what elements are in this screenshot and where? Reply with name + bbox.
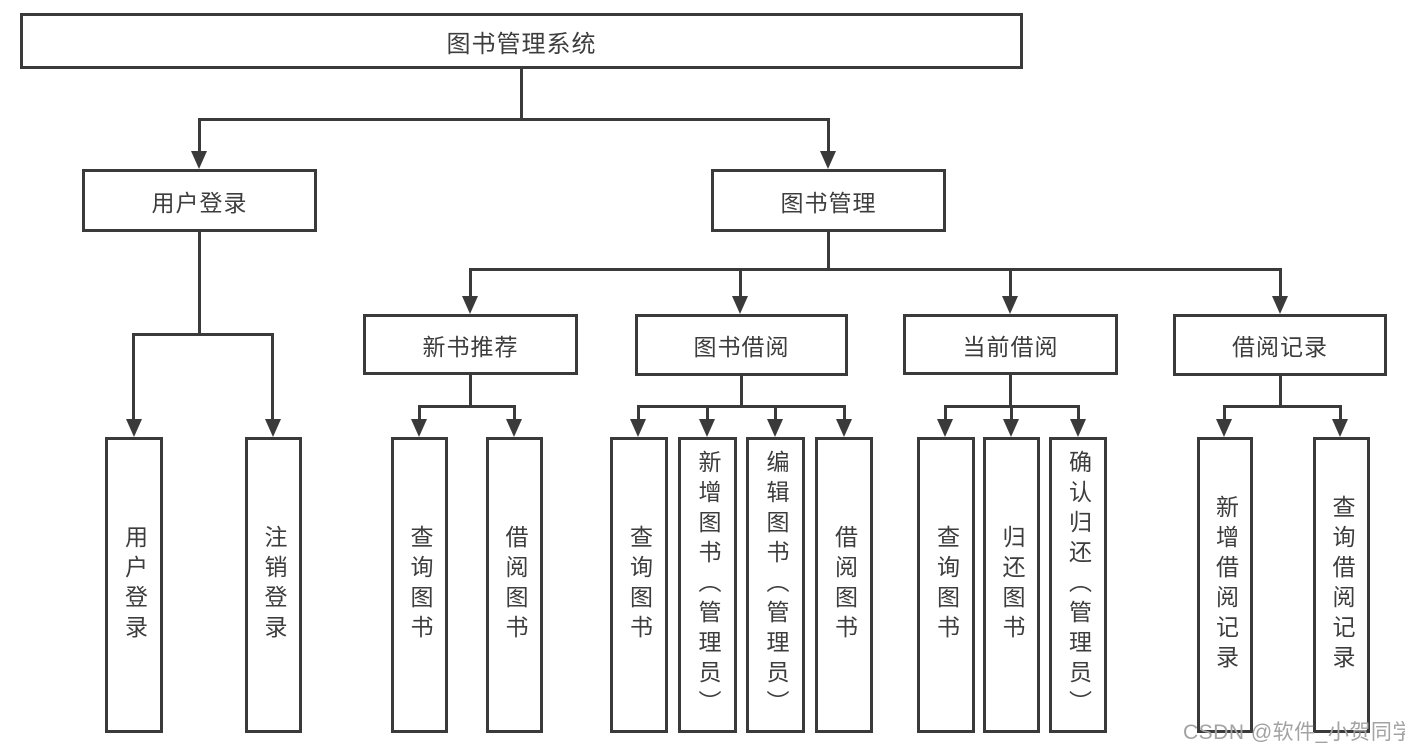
arrow-down-icon xyxy=(767,419,783,437)
node-label: 归还图书 xyxy=(999,525,1025,645)
connector-stub-leaf-logout xyxy=(271,333,274,421)
node-book-management: 图书管理 xyxy=(711,169,946,232)
connector-user-login-down xyxy=(198,232,201,335)
node-leaf-logout-login: 注销登录 xyxy=(245,437,302,733)
connector-stub-book-manage xyxy=(827,118,830,154)
node-label: 注销登录 xyxy=(261,525,287,645)
node-new-book-recommend: 新书推荐 xyxy=(363,314,578,375)
connector-current-borrow-down xyxy=(1009,375,1012,407)
node-leaf-br-query-record: 查询借阅记录 xyxy=(1313,437,1370,733)
connector-root-down xyxy=(520,69,523,120)
csdn-watermark: CSDN @软件_小贺同学 xyxy=(1183,721,1405,744)
connector-stub-current-borrow xyxy=(1009,268,1012,298)
node-label: 图书管理 xyxy=(780,189,877,216)
node-leaf-cb-confirm-return-admin: 确认归还（管理员） xyxy=(1049,437,1107,733)
connector-new-book-down xyxy=(469,375,472,407)
node-label: 查询图书 xyxy=(626,525,653,645)
node-label: 借阅记录 xyxy=(1232,334,1328,360)
connector-stub-nb-borrow xyxy=(513,405,516,422)
node-leaf-cb-return-book: 归还图书 xyxy=(983,437,1040,733)
node-leaf-user-login: 用户登录 xyxy=(105,437,163,733)
node-label: 借阅图书 xyxy=(831,525,858,645)
node-leaf-bb-add-book-admin: 新增图书（管理员） xyxy=(678,437,737,733)
connector-stub-bb-query xyxy=(637,405,640,422)
connector-stub-leaf-user-login xyxy=(132,333,135,421)
node-label: 借阅图书 xyxy=(502,525,528,645)
connector-stub-user-login xyxy=(198,118,201,154)
connector-stub-br-query xyxy=(1339,405,1342,422)
connector-stub-nb-query xyxy=(418,405,421,422)
connector-stub-br-add xyxy=(1223,405,1226,422)
connector-stub-cb-return xyxy=(1010,405,1013,422)
node-label: 新增借阅记录 xyxy=(1212,495,1239,675)
arrow-down-icon xyxy=(411,419,427,437)
node-label: 用户登录 xyxy=(121,525,148,645)
arrow-down-icon xyxy=(506,419,522,437)
node-leaf-nb-borrow-book: 借阅图书 xyxy=(486,437,543,733)
node-user-login: 用户登录 xyxy=(82,169,317,232)
connector-stub-borrow-record xyxy=(1279,268,1282,298)
node-label: 查询图书 xyxy=(933,525,960,645)
connector-stub-book-borrow xyxy=(739,268,742,298)
connector-new-book-horizontal xyxy=(418,405,516,408)
arrow-down-icon xyxy=(1002,296,1018,314)
arrow-down-icon xyxy=(126,419,142,437)
connector-stub-cb-query xyxy=(944,405,947,422)
arrow-down-icon xyxy=(1216,419,1232,437)
node-label: 查询图书 xyxy=(407,525,433,645)
connector-borrow-record-down xyxy=(1279,376,1282,407)
arrow-down-icon xyxy=(732,296,748,314)
node-current-borrow: 当前借阅 xyxy=(903,314,1118,375)
node-leaf-bb-borrow-book: 借阅图书 xyxy=(815,437,873,733)
arrow-down-icon xyxy=(1272,296,1288,314)
node-leaf-br-add-record: 新增借阅记录 xyxy=(1197,437,1253,733)
connector-borrow-record-horizontal xyxy=(1223,405,1342,408)
arrow-down-icon xyxy=(836,419,852,437)
arrow-down-icon xyxy=(1070,419,1086,437)
node-label: 确认归还（管理员） xyxy=(1065,450,1092,720)
connector-stub-bb-add xyxy=(706,405,709,422)
node-library-management-system: 图书管理系统 xyxy=(20,13,1023,69)
connector-user-login-horizontal xyxy=(132,333,274,336)
connector-stub-bb-borrow xyxy=(843,405,846,422)
node-label: 当前借阅 xyxy=(962,333,1059,360)
node-book-borrow: 图书借阅 xyxy=(635,314,848,376)
node-leaf-nb-query-book: 查询图书 xyxy=(391,437,448,733)
arrow-down-icon xyxy=(462,296,478,314)
node-label: 新书推荐 xyxy=(422,333,519,360)
arrow-down-icon xyxy=(699,419,715,437)
connector-stub-new-book xyxy=(469,268,472,298)
node-label: 图书借阅 xyxy=(693,334,790,360)
connector-book-borrow-down xyxy=(740,376,743,407)
node-leaf-bb-edit-book-admin: 编辑图书（管理员） xyxy=(746,437,805,733)
arrow-down-icon xyxy=(820,151,836,169)
node-borrow-record: 借阅记录 xyxy=(1173,314,1387,376)
connector-stub-bb-edit xyxy=(774,405,777,422)
node-leaf-cb-query-book: 查询图书 xyxy=(917,437,975,733)
connector-book-manage-down xyxy=(827,232,830,270)
arrow-down-icon xyxy=(1332,419,1348,437)
arrow-down-icon xyxy=(1003,419,1019,437)
arrow-down-icon xyxy=(937,419,953,437)
node-label: 编辑图书（管理员） xyxy=(763,450,789,720)
node-label: 图书管理系统 xyxy=(446,30,597,58)
connector-stub-cb-confirm xyxy=(1077,405,1080,422)
connector-level2-horizontal xyxy=(469,268,1282,271)
node-leaf-bb-query-book: 查询图书 xyxy=(610,437,668,733)
connector-level1-horizontal xyxy=(198,118,830,121)
node-label: 用户登录 xyxy=(151,189,248,216)
node-label: 查询借阅记录 xyxy=(1329,495,1355,675)
connector-book-borrow-horizontal xyxy=(637,405,846,408)
arrow-down-icon xyxy=(265,419,281,437)
arrow-down-icon xyxy=(191,151,207,169)
node-label: 新增图书（管理员） xyxy=(695,450,721,720)
arrow-down-icon xyxy=(630,419,646,437)
